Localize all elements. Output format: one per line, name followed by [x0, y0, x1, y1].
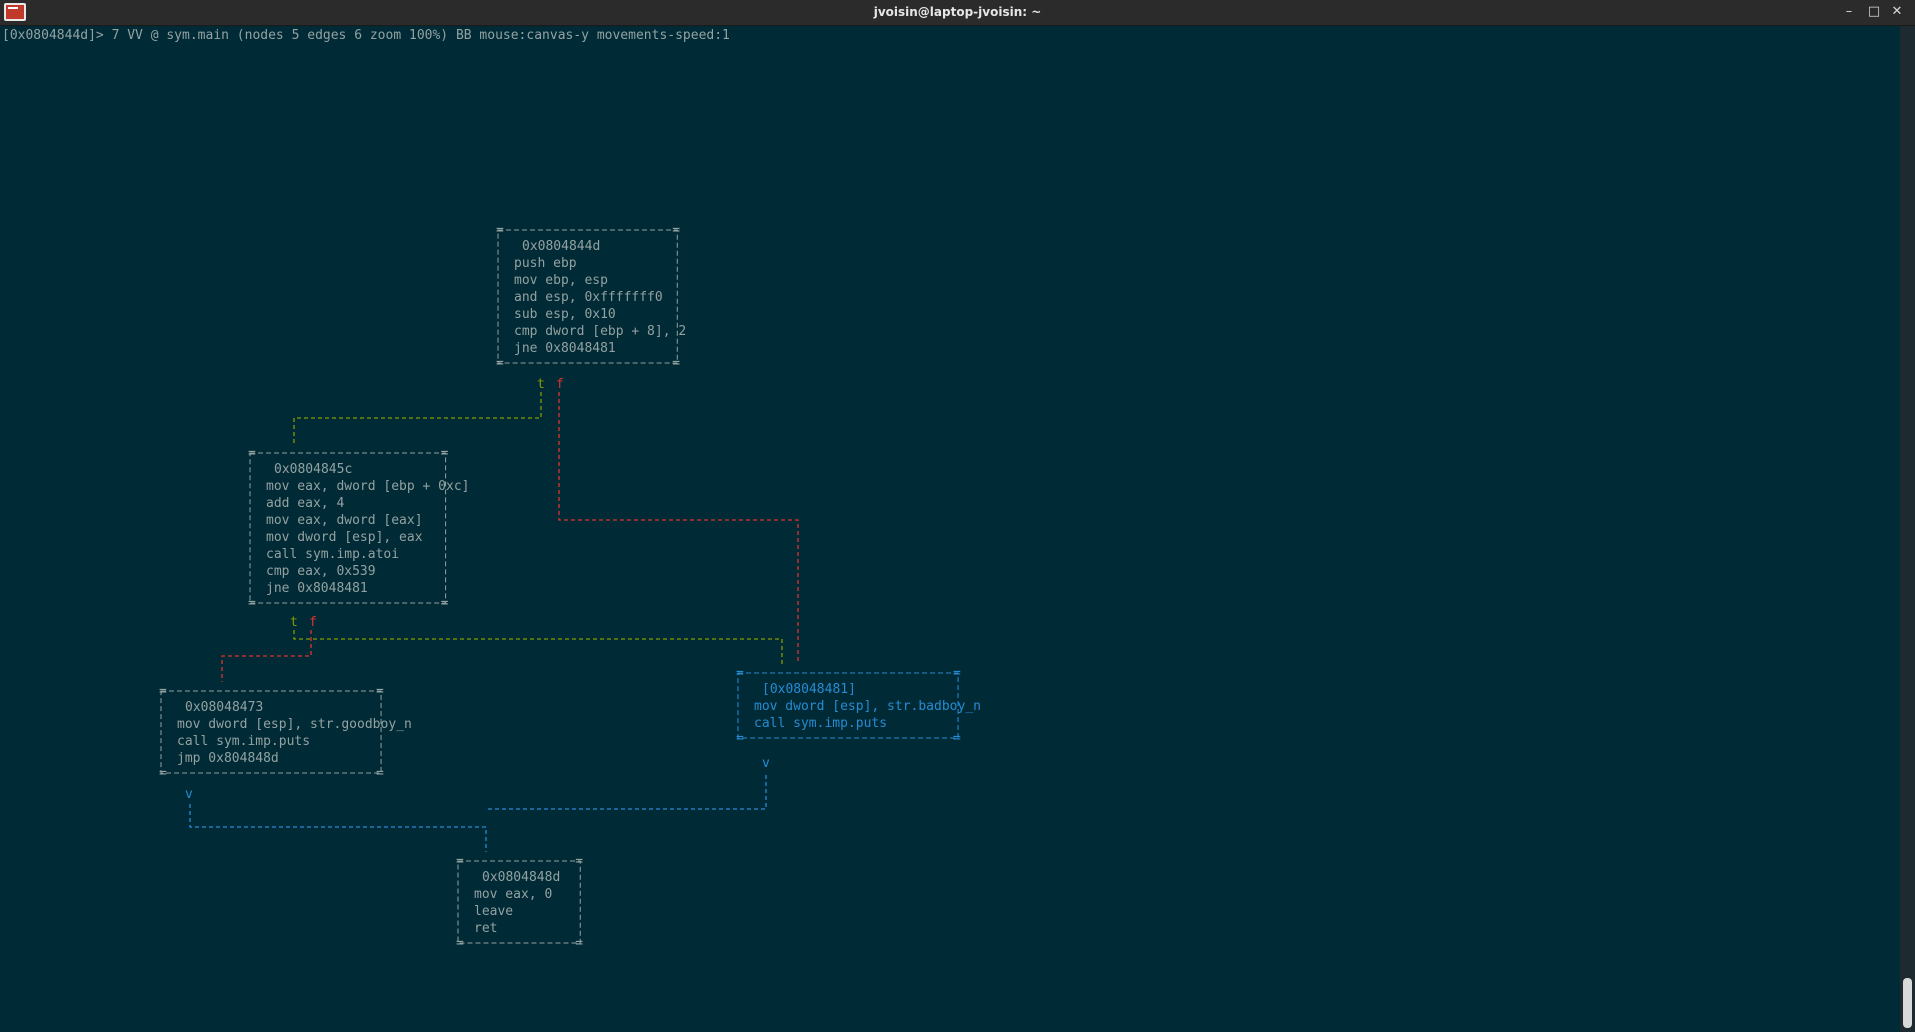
asm-line: call sym.imp.puts [177, 734, 310, 749]
edge-false [221, 630, 312, 682]
asm-line: mov dword [esp], eax [266, 530, 423, 545]
asm-line: sub esp, 0x10 [514, 307, 616, 322]
scrollbar[interactable] [1900, 26, 1915, 1032]
graph-canvas[interactable]: = = = = 0x0804844d push ebp mov ebp, esp and es… [0, 26, 1898, 1032]
asm-line: add eax, 4 [266, 496, 344, 511]
edge-arrow: v [762, 756, 770, 771]
asm-line: mov eax, dword [ebp + 0xc] [266, 479, 470, 494]
command-prompt: [0x0804844d]> 7 VV @ sym.main (nodes 5 e… [2, 28, 730, 43]
block-corner: = [496, 356, 504, 371]
minimize-button[interactable]: – [1845, 4, 1853, 19]
asm-line: mov eax, dword [eax] [266, 513, 423, 528]
block-corner: = [456, 936, 464, 951]
block-address: 0x0804848d [482, 870, 560, 885]
scrollbar-thumb[interactable] [1903, 978, 1912, 1028]
asm-line: mov dword [esp], str.goodboy_n [177, 717, 412, 732]
asm-line: ret [474, 921, 497, 936]
edge-true [293, 392, 542, 444]
code-block[interactable]: = = = = 0x0804845c mov eax, dword [ebp + 0xc]… [248, 446, 470, 611]
code-block[interactable]: = = = = 0x0804848d mov eax, 0 leave ret [456, 854, 583, 951]
asm-line: mov ebp, esp [514, 273, 608, 288]
edge-jump [189, 804, 487, 852]
block-corner: = [159, 766, 167, 781]
edge-label-true: t [537, 377, 545, 392]
asm-line: call sym.imp.atoi [266, 547, 399, 562]
asm-line: cmp eax, 0x539 [266, 564, 376, 579]
block-corner: = [496, 223, 504, 238]
block-corner: = [736, 731, 744, 746]
asm-line: push ebp [514, 256, 577, 271]
edge-label-false: f [556, 377, 564, 392]
block-address: [0x08048481] [762, 682, 856, 697]
block-border [249, 452, 447, 604]
block-corner: = [376, 766, 384, 781]
window-title: jvoisin@laptop-jvoisin: ~ [873, 5, 1042, 19]
close-button[interactable]: ✕ [1891, 4, 1903, 19]
asm-line: mov dword [esp], str.badboy_n [754, 699, 981, 714]
code-block[interactable]: = = = = 0x08048473 mov dword [esp], str.goodb… [159, 684, 412, 781]
asm-line: cmp dword [ebp + 8], 2 [514, 324, 686, 339]
edge-arrow: v [185, 787, 193, 802]
block-corner: = [672, 356, 680, 371]
edge-true [293, 630, 783, 664]
code-block[interactable]: = = = = [0x08048481] mov dword [esp], str.bad… [736, 666, 981, 746]
block-corner: = [376, 684, 384, 699]
block-corner: = [575, 936, 583, 951]
block-corner: = [248, 596, 256, 611]
block-address: 0x0804844d [522, 239, 600, 254]
block-corner: = [248, 446, 256, 461]
block-border [497, 229, 678, 364]
edge-jump [486, 775, 767, 810]
maximize-button[interactable]: □ [1867, 4, 1881, 19]
asm-line: jmp 0x804848d [177, 751, 279, 766]
edge-label-true: t [290, 615, 298, 630]
asm-line: call sym.imp.puts [754, 716, 887, 731]
title-bar[interactable]: jvoisin@laptop-jvoisin: ~ – □ ✕ [0, 0, 1915, 26]
block-corner: = [575, 854, 583, 869]
block-corner: = [736, 666, 744, 681]
edge-false [558, 392, 799, 664]
asm-line: leave [474, 904, 513, 919]
block-corner: = [159, 684, 167, 699]
asm-line: jne 0x8048481 [514, 341, 616, 356]
block-corner: = [953, 731, 961, 746]
block-border [160, 690, 382, 774]
asm-line: jne 0x8048481 [266, 581, 368, 596]
asm-line: mov eax, 0 [474, 887, 552, 902]
block-corner: = [441, 596, 449, 611]
block-border [457, 860, 581, 944]
asm-line: and esp, 0xfffffff0 [514, 290, 663, 305]
block-corner: = [456, 854, 464, 869]
terminal-area[interactable]: [0x0804844d]> 7 VV @ sym.main (nodes 5 e… [0, 26, 1898, 1032]
edge-label-false: f [309, 615, 317, 630]
code-block[interactable]: = = = = 0x0804844d push ebp mov ebp, esp and es… [496, 223, 686, 371]
block-corner: = [441, 446, 449, 461]
block-corner: = [953, 666, 961, 681]
terminal-icon[interactable] [4, 3, 26, 21]
block-address: 0x0804845c [274, 462, 352, 477]
block-corner: = [672, 223, 680, 238]
block-address: 0x08048473 [185, 700, 263, 715]
block-border [737, 672, 959, 739]
